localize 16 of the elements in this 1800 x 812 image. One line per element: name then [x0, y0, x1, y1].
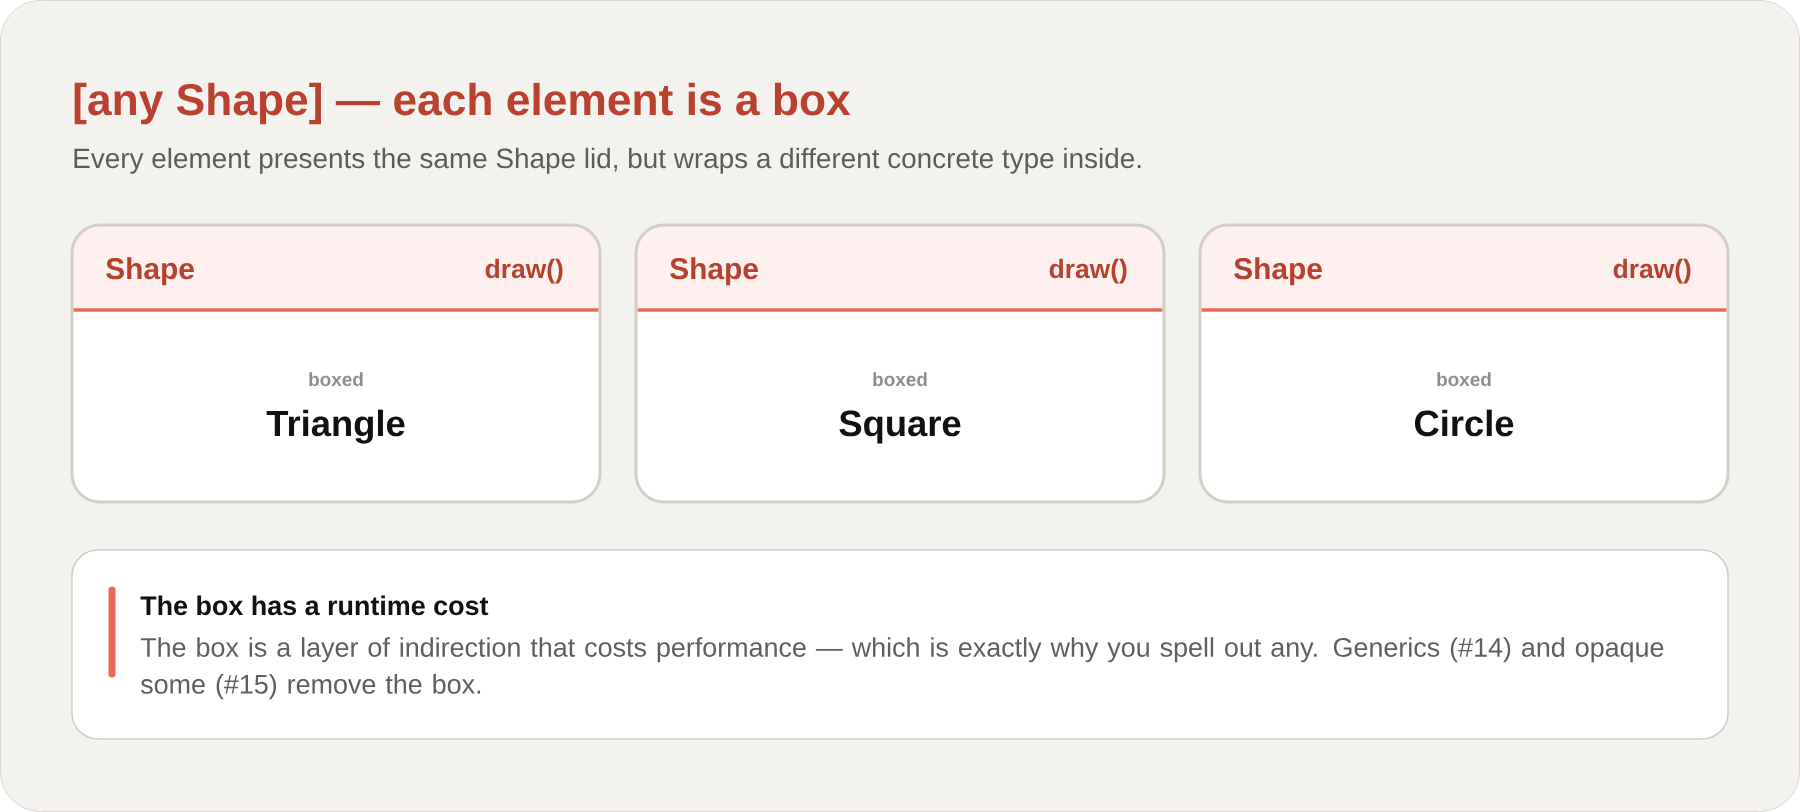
class-name: Shape [670, 257, 758, 286]
type-name: Circle [1414, 409, 1514, 437]
title: [any Shape] — each element is a box [74, 82, 851, 125]
tag-label: boxed [1437, 372, 1491, 387]
subtitle: Every element presents the same Shape lid, but wraps a different concrete type inside. [74, 147, 1141, 174]
note-heading: The box has a runtime cost [140, 595, 489, 616]
class-name: Shape [1234, 257, 1322, 286]
type-name: Triangle [266, 409, 405, 444]
type-name: Square [839, 410, 961, 444]
method-name: draw() [485, 258, 563, 284]
method-name: draw() [1049, 258, 1127, 284]
tag-label: boxed [873, 372, 927, 387]
tag-label: boxed [309, 372, 363, 387]
method-name: draw() [1613, 258, 1691, 284]
note-text: The box is a layer of indirection that costs performance — which is exactly why you spell out any. Generics (#14) and opaque some (#15) remove the box. [140, 637, 1664, 700]
class-name: Shape [106, 257, 194, 286]
